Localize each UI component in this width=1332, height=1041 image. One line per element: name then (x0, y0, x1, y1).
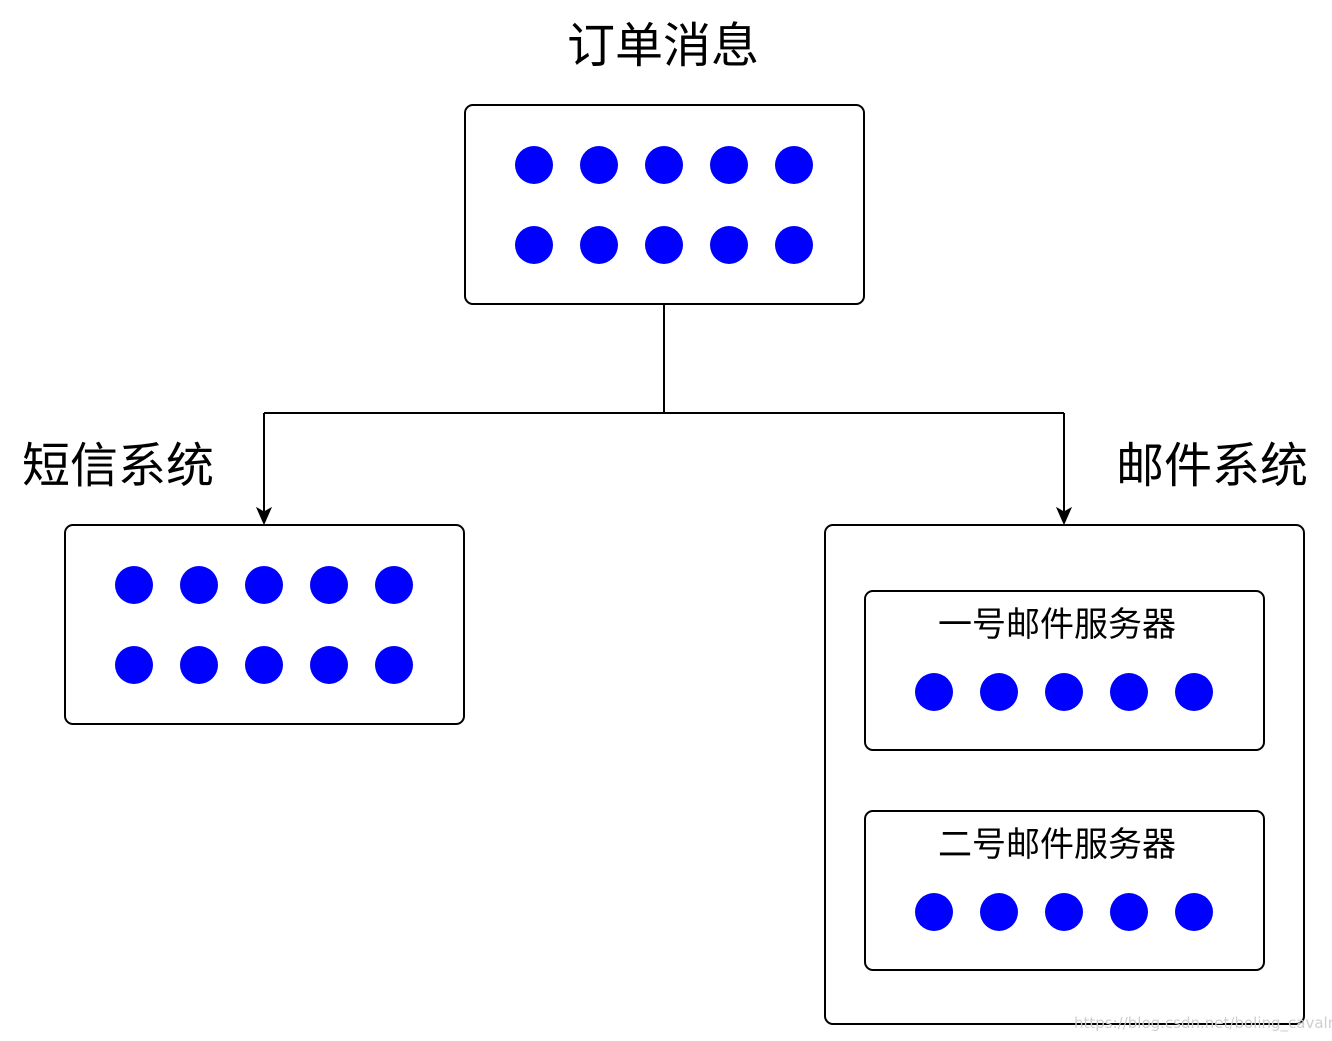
blue-dot (1110, 673, 1148, 711)
blue-dot (915, 673, 953, 711)
blue-dot (515, 226, 553, 264)
order-message-box (464, 104, 865, 305)
order-dot-row (515, 226, 813, 264)
order-dot-row (515, 146, 813, 184)
watermark-text: https://blog.csdn.net/boling_cavalry (1074, 1014, 1332, 1032)
blue-dot (915, 893, 953, 931)
blue-dot (1175, 673, 1213, 711)
blue-dot (180, 566, 218, 604)
blue-dot (515, 146, 553, 184)
blue-dot (980, 673, 1018, 711)
blue-dot (245, 566, 283, 604)
mail-system-box: 一号邮件服务器 二号邮件服务器 (824, 524, 1305, 1025)
blue-dot (310, 646, 348, 684)
blue-dot (1110, 893, 1148, 931)
sms-system-title: 短信系统 (22, 438, 215, 494)
blue-dot (1045, 893, 1083, 931)
blue-dot (375, 566, 413, 604)
blue-dot (645, 146, 683, 184)
mail-server-1-title: 一号邮件服务器 (938, 605, 1176, 645)
blue-dot (115, 566, 153, 604)
mail-server-2-box: 二号邮件服务器 (864, 810, 1265, 971)
blue-dot (645, 226, 683, 264)
mail-arrowhead (1055, 506, 1073, 526)
sms-dot-row (115, 646, 413, 684)
sms-system-box (64, 524, 465, 725)
blue-dot (1045, 673, 1083, 711)
blue-dot (245, 646, 283, 684)
blue-dot (580, 146, 618, 184)
mail-system-title: 邮件系统 (1116, 438, 1309, 494)
mail-server-2-title: 二号邮件服务器 (938, 825, 1176, 865)
blue-dot (775, 226, 813, 264)
blue-dot (180, 646, 218, 684)
blue-dot (115, 646, 153, 684)
mail-server-1-dot-row (915, 673, 1213, 711)
mail-server-1-box: 一号邮件服务器 (864, 590, 1265, 751)
blue-dot (710, 226, 748, 264)
sms-dot-row (115, 566, 413, 604)
order-message-title: 订单消息 (567, 18, 760, 74)
sms-arrowhead (255, 506, 273, 526)
blue-dot (310, 566, 348, 604)
mail-server-2-dot-row (915, 893, 1213, 931)
blue-dot (1175, 893, 1213, 931)
blue-dot (775, 146, 813, 184)
blue-dot (710, 146, 748, 184)
blue-dot (980, 893, 1018, 931)
blue-dot (375, 646, 413, 684)
blue-dot (580, 226, 618, 264)
